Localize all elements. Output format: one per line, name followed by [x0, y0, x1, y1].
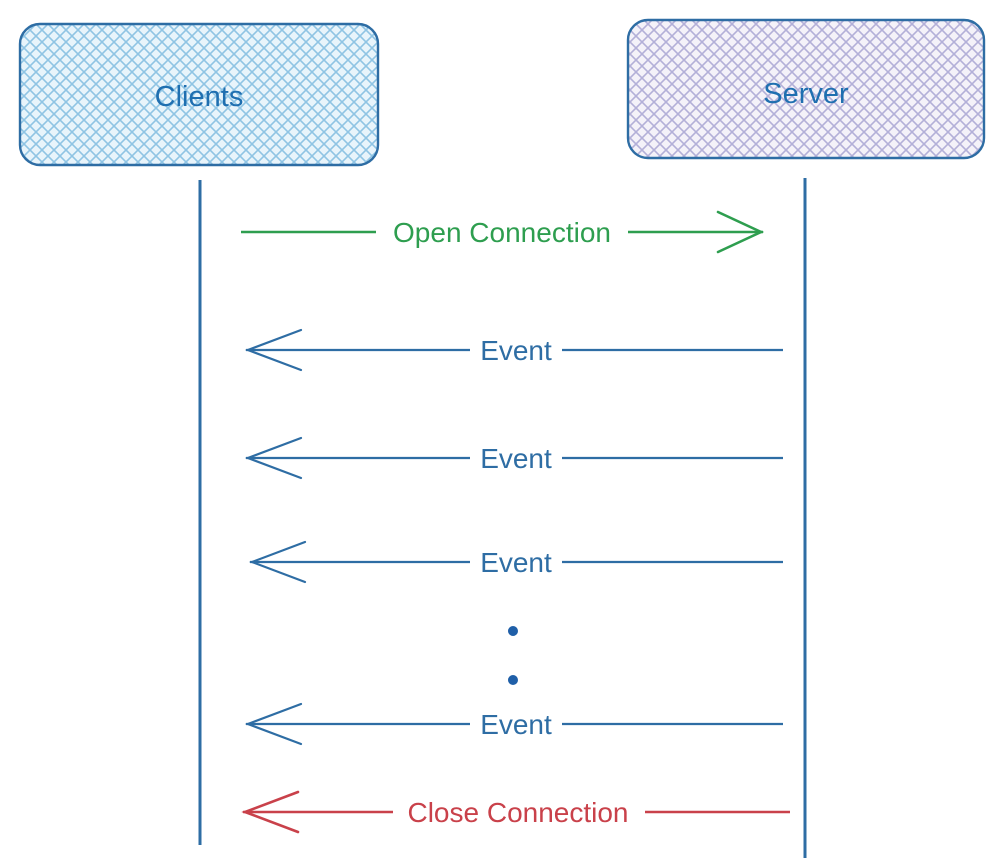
arrowhead-left-icon	[244, 702, 303, 746]
actor-clients[interactable]: Clients	[18, 22, 380, 167]
message-event-1[interactable]: Event	[244, 328, 783, 372]
arrowhead-right-icon	[716, 210, 765, 254]
message-event-2-label: Event	[480, 443, 552, 474]
actor-clients-box	[18, 22, 380, 167]
arrowhead-left-icon	[244, 328, 303, 372]
ellipsis-dot	[508, 675, 518, 685]
arrowhead-left-icon	[244, 436, 303, 480]
message-open-connection-label: Open Connection	[393, 217, 611, 248]
actor-server[interactable]: Server	[626, 18, 986, 160]
actor-clients-label: Clients	[155, 81, 244, 113]
message-event-3-label: Event	[480, 547, 552, 578]
message-event-4-label: Event	[480, 709, 552, 740]
message-open-connection[interactable]: Open Connection	[241, 210, 765, 254]
message-close-connection[interactable]: Close Connection	[241, 790, 790, 834]
vertical-ellipsis-icon	[508, 626, 518, 685]
arrowhead-left-icon	[248, 540, 307, 584]
ellipsis-dot	[508, 626, 518, 636]
actor-server-label: Server	[763, 78, 849, 110]
actor-server-box	[626, 18, 986, 160]
message-event-2[interactable]: Event	[244, 436, 783, 480]
lifelines	[198, 178, 807, 858]
message-event-1-label: Event	[480, 335, 552, 366]
arrowhead-left-icon	[241, 790, 300, 834]
message-event-4[interactable]: Event	[244, 702, 783, 746]
message-close-connection-label: Close Connection	[407, 797, 628, 828]
message-event-3[interactable]: Event	[248, 540, 783, 584]
